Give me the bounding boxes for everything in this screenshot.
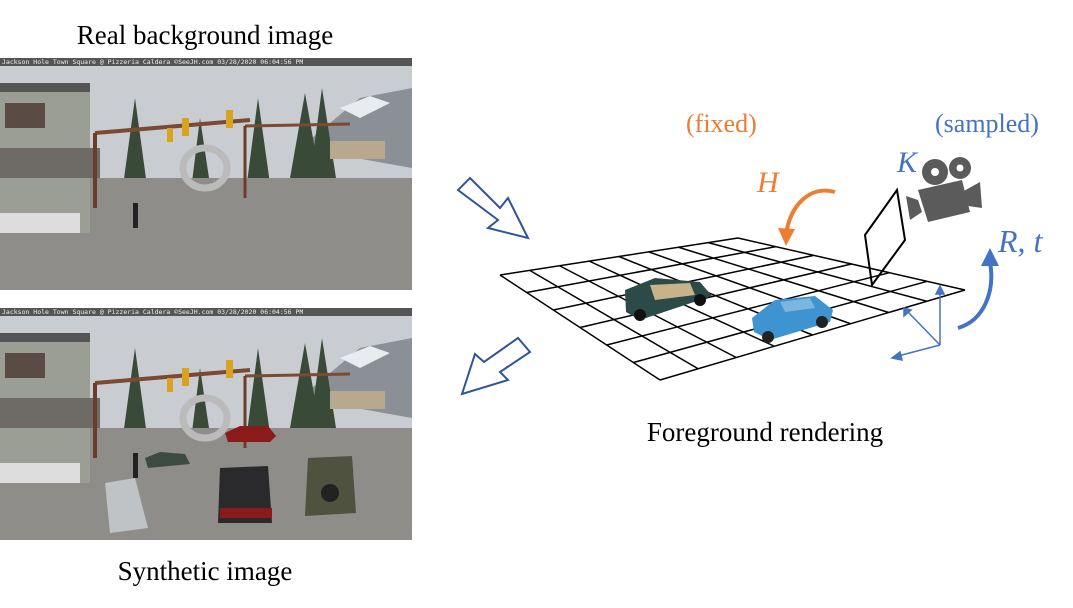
image-plane	[863, 187, 907, 288]
webcam-overlay-text: Jackson Hole Town Square @ Pizzeria Cald…	[2, 58, 303, 66]
arrow-down-left-icon	[460, 336, 532, 396]
sampled-label: (sampled)	[935, 109, 1039, 138]
grid-line	[659, 289, 966, 381]
symbol-R-t: R, t	[997, 223, 1044, 259]
arrow-down-right-icon	[456, 176, 530, 240]
fixed-label: (fixed)	[686, 109, 757, 138]
car-green	[145, 452, 190, 468]
coordinate-axes	[890, 284, 946, 361]
van-white	[105, 478, 148, 533]
extrinsics-arrow	[957, 261, 994, 330]
symbol-H: H	[756, 166, 781, 199]
synthetic-image: Jackson Hole Town Square @ Pizzeria Cald…	[0, 308, 412, 540]
foreground-rendering-caption: Foreground rendering	[647, 417, 883, 447]
grid-line	[606, 271, 890, 346]
rendered-sedan	[752, 296, 833, 343]
grid-line	[499, 237, 739, 276]
camera-icon	[906, 157, 982, 222]
car-red	[225, 426, 276, 442]
symbol-K: K	[896, 146, 919, 179]
real-background-image: Jackson Hole Town Square @ Pizzeria Cald…	[0, 58, 412, 290]
webcam-overlay-text-2: Jackson Hole Town Square @ Pizzeria Cald…	[2, 308, 303, 316]
homography-arrow	[784, 188, 836, 236]
synthetic-caption: Synthetic image	[118, 556, 293, 586]
rendered-convertible	[625, 278, 712, 321]
grid-line	[579, 263, 852, 329]
grid-line	[526, 245, 776, 294]
real-background-caption: Real background image	[77, 20, 333, 50]
